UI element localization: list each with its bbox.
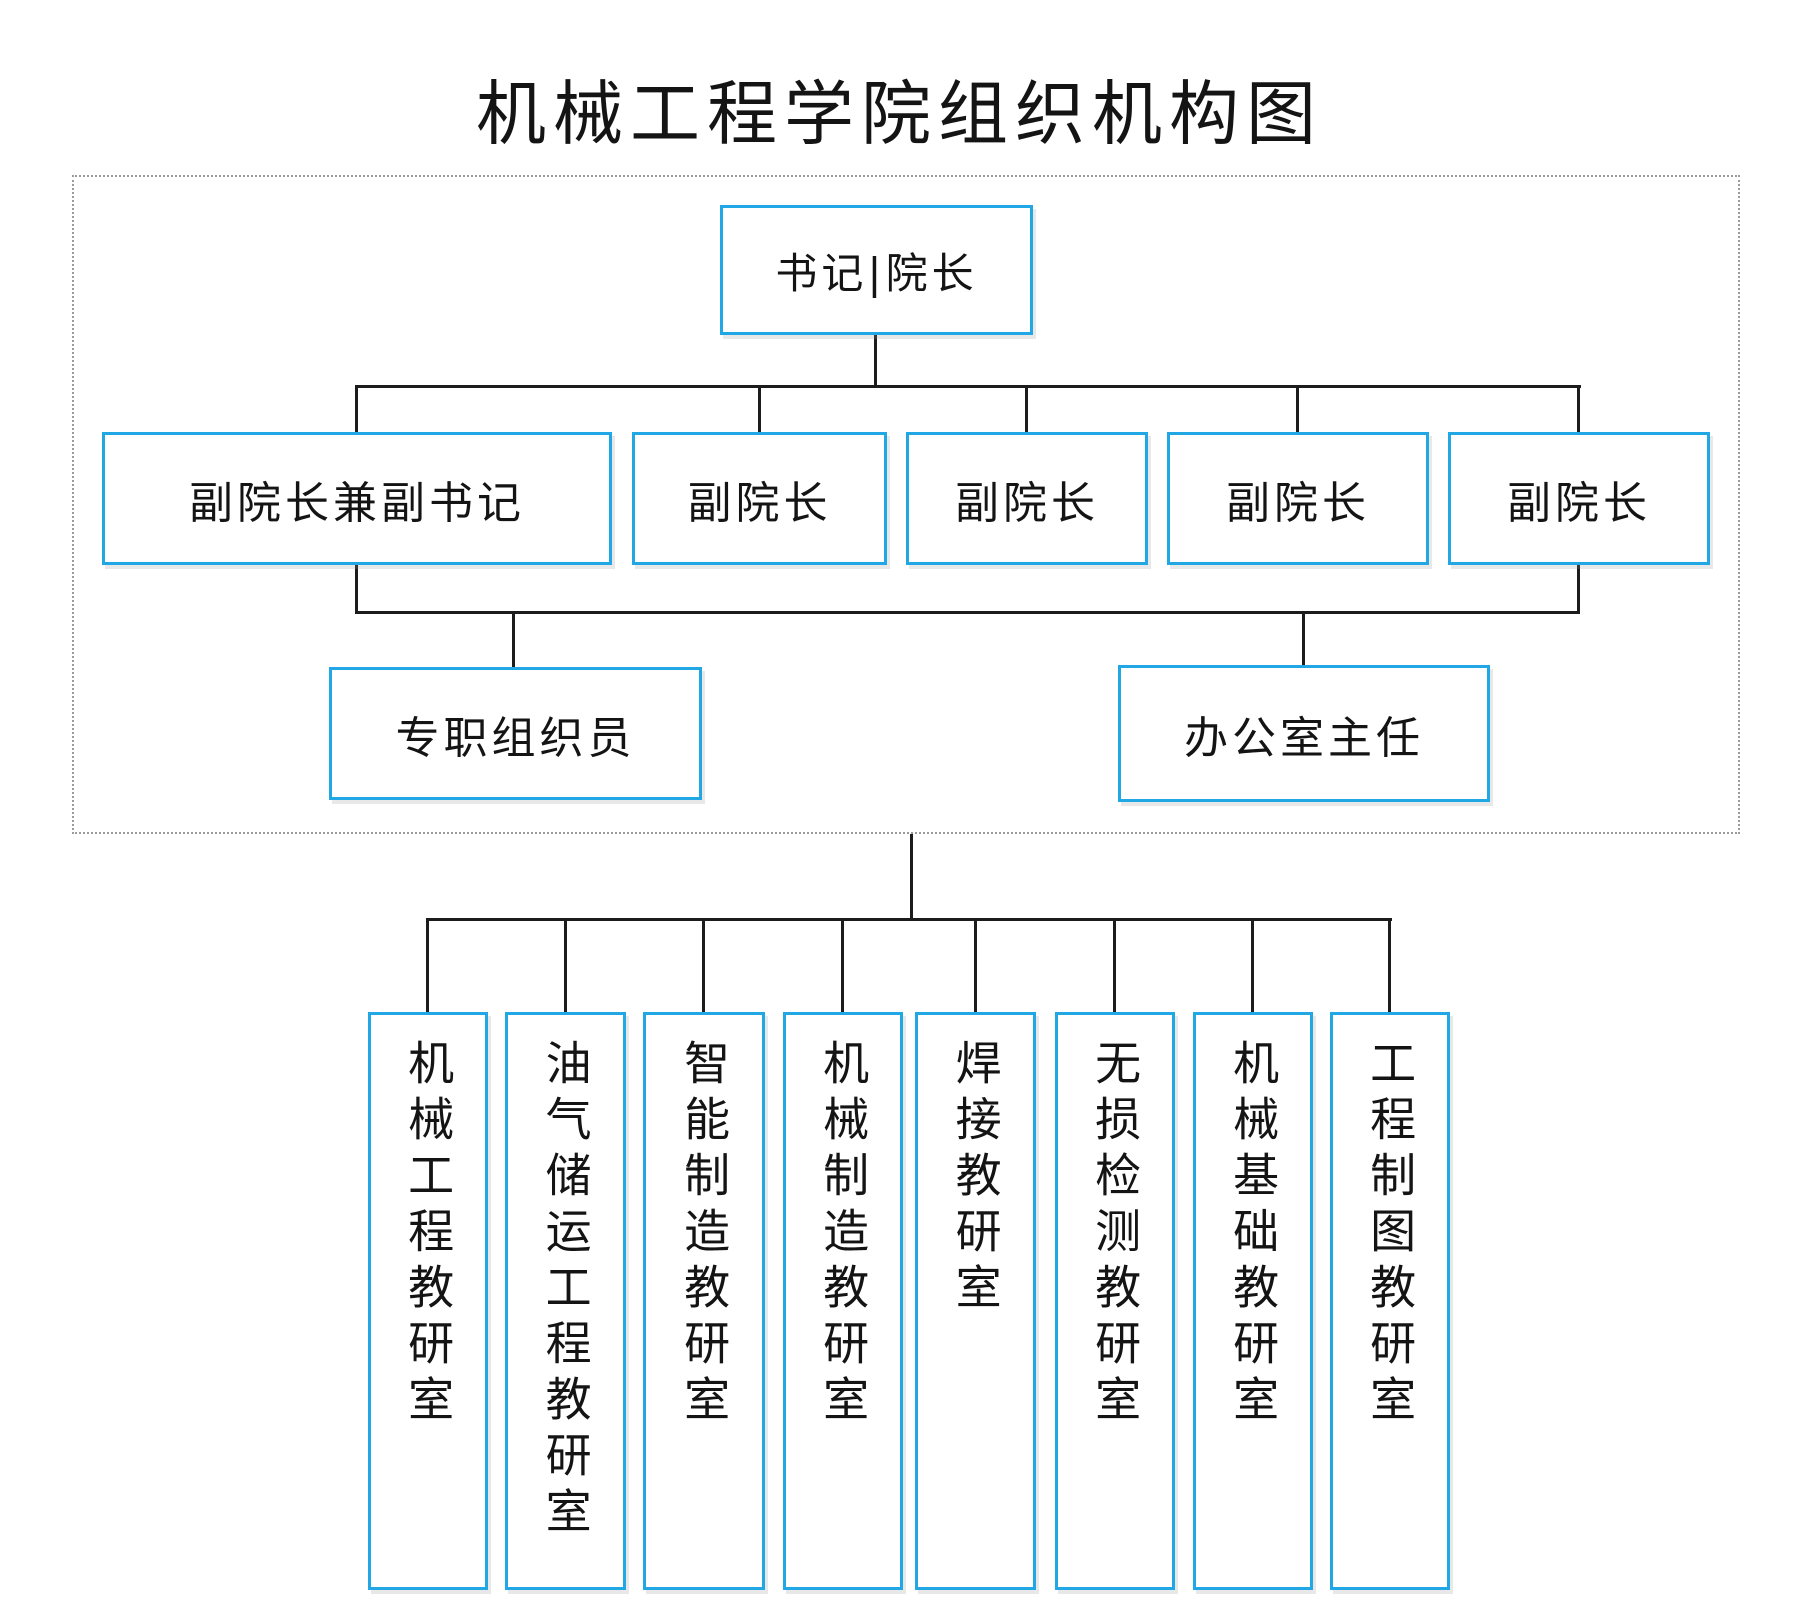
node-label: 副院长 [1507, 477, 1651, 529]
connector-line [564, 920, 567, 1012]
connector-line [874, 335, 877, 387]
node-label: 副院长兼副书记 [189, 477, 525, 529]
connector-line [1251, 920, 1254, 1012]
chart-title: 机械工程学院组织机构图 [476, 73, 1323, 155]
connector-line [702, 920, 705, 1012]
node-dept-nondestructive-testing: 无损检测教研室 [1055, 1012, 1175, 1590]
node-label: 焊接教研室 [948, 1039, 1003, 1319]
node-dept-machine-manufacturing: 机械制造教研室 [783, 1012, 903, 1590]
connector-line [355, 385, 1581, 388]
node-dept-mechanical-engineering: 机械工程教研室 [368, 1012, 488, 1590]
connector-line [355, 565, 358, 613]
node-dept-intelligent-manufacturing: 智能制造教研室 [643, 1012, 765, 1590]
connector-line [910, 834, 913, 920]
connector-line [426, 918, 1392, 921]
connector-line [1113, 920, 1116, 1012]
node-label: 智能制造教研室 [677, 1039, 732, 1431]
node-label: 工程制图教研室 [1363, 1039, 1418, 1431]
connector-line [974, 920, 977, 1012]
connector-line [1296, 387, 1299, 432]
node-secretary-dean: 书记|院长 [720, 205, 1033, 335]
connector-line [758, 387, 761, 432]
connector-line [1025, 387, 1028, 432]
node-label: 机械工程教研室 [401, 1039, 456, 1431]
node-label: 副院长 [687, 477, 832, 529]
connector-line [1388, 920, 1391, 1012]
node-label: 办公室主任 [1184, 712, 1424, 764]
node-vice-dean-3: 副院长 [1167, 432, 1429, 565]
node-full-time-organizer: 专职组织员 [329, 667, 702, 800]
node-vice-dean-4: 副院长 [1448, 432, 1710, 565]
node-label: 副院长 [955, 477, 1099, 529]
connector-line [1577, 565, 1580, 613]
node-label: 副院长 [1226, 477, 1370, 529]
node-label: 书记|院长 [775, 248, 978, 298]
node-label: 无损检测教研室 [1088, 1039, 1143, 1431]
connector-line [1302, 613, 1305, 665]
node-label: 机械制造教研室 [816, 1039, 871, 1431]
node-label: 油气储运工程教研室 [538, 1039, 593, 1543]
node-vice-dean-1: 副院长 [632, 432, 887, 565]
node-label: 机械基础教研室 [1226, 1039, 1281, 1431]
node-vice-dean-2: 副院长 [906, 432, 1148, 565]
connector-line [355, 387, 358, 432]
connector-line [355, 611, 1580, 614]
node-dept-mechanical-fundamentals: 机械基础教研室 [1193, 1012, 1313, 1590]
node-office-director: 办公室主任 [1118, 665, 1490, 802]
node-dept-welding: 焊接教研室 [915, 1012, 1036, 1590]
node-label: 专职组织员 [395, 712, 636, 764]
node-dept-oil-gas-storage-transport: 油气储运工程教研室 [505, 1012, 626, 1590]
node-dept-engineering-drawing: 工程制图教研室 [1330, 1012, 1450, 1590]
connector-line [512, 613, 515, 667]
leadership-group-frame [72, 175, 1740, 834]
connector-line [841, 920, 844, 1012]
connector-line [1577, 387, 1580, 432]
node-vice-dean-and-deputy-secretary: 副院长兼副书记 [102, 432, 612, 565]
connector-line [426, 920, 429, 1012]
